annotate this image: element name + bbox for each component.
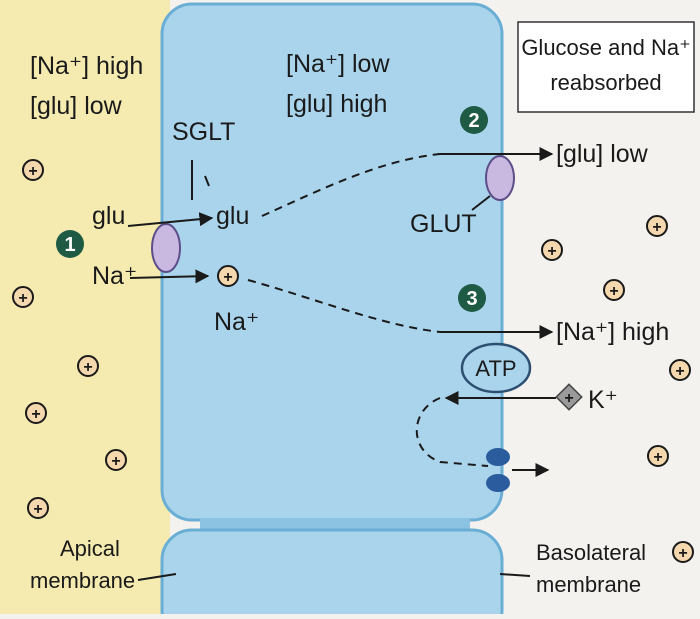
na-influx-arrow xyxy=(129,269,210,284)
na-diffusion-path xyxy=(247,279,441,333)
cell-glu-label: [glu] high xyxy=(286,90,387,118)
baso-membrane-label-2: membrane xyxy=(536,572,641,597)
svg-text:+: + xyxy=(223,269,232,286)
glu-influx-arrow xyxy=(127,212,214,227)
svg-text:+: + xyxy=(653,449,662,466)
step-3-number: 3 xyxy=(466,288,477,310)
step-2-badge xyxy=(460,106,488,134)
svg-text:+: + xyxy=(31,406,40,423)
step-3-badge xyxy=(458,284,486,312)
na-apical-label: Na⁺ xyxy=(92,262,137,290)
svg-text:+: + xyxy=(675,363,684,380)
svg-text:+: + xyxy=(609,283,618,300)
apical-membrane-pointer xyxy=(137,573,177,581)
result-line-1: Glucose and Na⁺ xyxy=(521,35,690,60)
svg-text:+: + xyxy=(652,219,661,236)
svg-text:+: + xyxy=(33,501,42,518)
sodium-ion: + xyxy=(27,497,49,519)
glut-transporter xyxy=(485,155,515,201)
k-recycle-path xyxy=(415,397,489,467)
sodium-ion: + xyxy=(541,239,563,261)
neighbor-cell xyxy=(160,528,504,619)
apical-membrane-label-2: membrane xyxy=(30,568,135,593)
sodium-ion: + xyxy=(672,541,694,563)
sodium-ion: + xyxy=(646,215,668,237)
step-1-number: 1 xyxy=(64,234,75,256)
sodium-ion: + xyxy=(77,355,99,377)
epithelial-cell xyxy=(160,2,504,522)
apical-na-label: [Na⁺] high xyxy=(30,52,143,80)
glut-label: GLUT xyxy=(410,210,477,238)
svg-text:+: + xyxy=(83,359,92,376)
k-channel-top xyxy=(486,448,510,466)
svg-text:+: + xyxy=(28,163,37,180)
glu-cell-label: glu xyxy=(216,202,249,230)
sodium-ion: + xyxy=(22,159,44,181)
apical-glu-label: [glu] low xyxy=(30,92,123,120)
glu-interstitial-label: [glu] low xyxy=(556,140,649,168)
k-label: K⁺ xyxy=(588,386,618,414)
step-1-badge xyxy=(56,230,84,258)
baso-membrane-label-1: Basolateral xyxy=(536,540,646,565)
sodium-ion: + xyxy=(217,265,239,287)
k-ion-symbol: + xyxy=(564,390,573,407)
sglt-transporter xyxy=(151,223,181,273)
svg-text:+: + xyxy=(111,453,120,470)
glu-apical-label: glu xyxy=(92,202,125,230)
sodium-ion: + xyxy=(669,359,691,381)
atp-label: ATP xyxy=(475,356,516,381)
sodium-ions: + + + + + + + + + + + + + xyxy=(12,159,694,563)
baso-membrane-pointer xyxy=(499,573,531,577)
na-interstitial-label: [Na⁺] high xyxy=(556,318,669,346)
sodium-ion: + xyxy=(12,286,34,308)
sodium-ion: + xyxy=(25,402,47,424)
svg-text:+: + xyxy=(547,243,556,260)
sglt-label: SGLT xyxy=(172,118,235,146)
result-line-2: reabsorbed xyxy=(550,70,661,95)
result-box xyxy=(517,21,695,113)
sodium-ion: + xyxy=(647,445,669,467)
apical-membrane-label-1: Apical xyxy=(60,536,120,561)
step-2-number: 2 xyxy=(468,110,479,132)
k-ion-icon xyxy=(555,383,583,411)
sodium-ion: + xyxy=(105,449,127,471)
glut-pointer xyxy=(471,195,491,211)
svg-text:+: + xyxy=(678,545,687,562)
sglt-pointer-tick xyxy=(204,175,210,187)
svg-text:+: + xyxy=(18,290,27,307)
na-cell-label: Na⁺ xyxy=(214,308,259,336)
sodium-ion: + xyxy=(603,279,625,301)
atp-pump xyxy=(460,342,532,394)
k-channel-bottom xyxy=(486,474,510,492)
cell-na-label: [Na⁺] low xyxy=(286,50,390,78)
